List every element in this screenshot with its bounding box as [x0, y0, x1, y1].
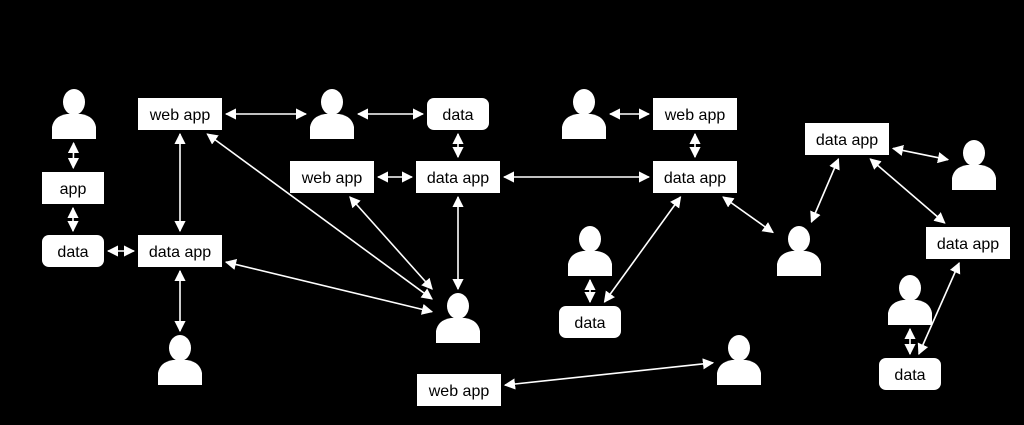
bidirectional-arrow [503, 358, 715, 390]
node-box [559, 306, 621, 338]
node-label: data app [427, 170, 489, 187]
person-node [158, 335, 202, 385]
person-icon [568, 226, 612, 276]
web-app-node: web app [653, 98, 737, 130]
node-label: data [574, 315, 605, 332]
person-node [888, 275, 932, 325]
person-node [717, 335, 761, 385]
data-app-node: data app [416, 161, 500, 193]
node-box [427, 98, 489, 130]
data-node: data [427, 98, 489, 130]
data-app-node: data app [653, 161, 737, 193]
node-box [290, 161, 374, 193]
web-app-node: web app [138, 98, 222, 130]
data-node: data [559, 306, 621, 338]
data-app-node: data app [926, 227, 1010, 259]
node-box [879, 358, 941, 390]
bidirectional-arrow [869, 158, 946, 224]
data-node: data [42, 235, 104, 267]
person-node [436, 293, 480, 343]
person-icon [310, 89, 354, 139]
bidirectional-arrow [349, 196, 433, 290]
bidirectional-arrow [891, 144, 950, 164]
node-box [805, 123, 889, 155]
web-app-node: web app [417, 374, 501, 406]
node-label: data app [816, 132, 878, 149]
edges-layer [67, 108, 961, 390]
node-label: data [894, 367, 925, 384]
node-box [138, 235, 222, 267]
person-icon [158, 335, 202, 385]
person-node [568, 226, 612, 276]
bidirectional-arrow [603, 196, 682, 303]
person-icon [52, 89, 96, 139]
web-app-node: web app [290, 161, 374, 193]
node-label: data [442, 107, 473, 124]
node-box [926, 227, 1010, 259]
bidirectional-arrow [224, 259, 434, 315]
bidirectional-arrow [206, 133, 433, 300]
node-box [653, 161, 737, 193]
data-node: data [879, 358, 941, 390]
node-label: data app [149, 244, 211, 261]
person-node [52, 89, 96, 139]
person-icon [777, 226, 821, 276]
node-label: web app [664, 107, 726, 124]
node-box [42, 172, 104, 204]
data-app-node: data app [138, 235, 222, 267]
node-box [138, 98, 222, 130]
person-node [310, 89, 354, 139]
node-box [416, 161, 500, 193]
data-app-node: data app [805, 123, 889, 155]
nodes-layer: app data web app data app data web app data ap… [42, 89, 1010, 406]
bidirectional-arrow [917, 261, 961, 356]
node-label: web app [149, 107, 211, 124]
person-node [562, 89, 606, 139]
node-label: web app [428, 383, 490, 400]
person-icon [888, 275, 932, 325]
person-node [952, 140, 996, 190]
person-icon [436, 293, 480, 343]
node-label: data [57, 244, 88, 261]
bidirectional-arrow [810, 157, 840, 224]
person-icon [952, 140, 996, 190]
node-label: app [60, 181, 87, 198]
node-label: data app [937, 236, 999, 253]
node-box [42, 235, 104, 267]
node-label: web app [301, 170, 363, 187]
bidirectional-arrow [722, 196, 774, 234]
node-box [417, 374, 501, 406]
node-label: data app [664, 170, 726, 187]
node-box [653, 98, 737, 130]
person-node [777, 226, 821, 276]
person-icon [717, 335, 761, 385]
app-node: app [42, 172, 104, 204]
person-icon [562, 89, 606, 139]
